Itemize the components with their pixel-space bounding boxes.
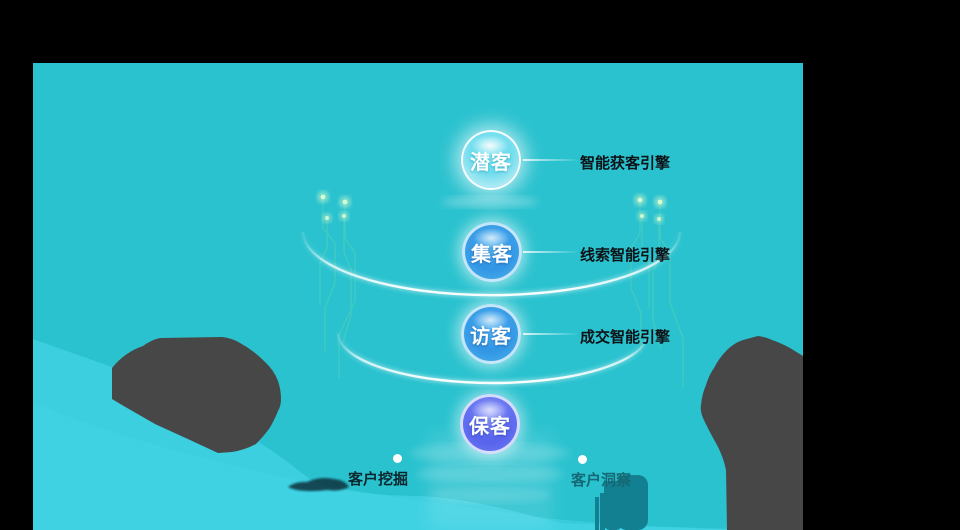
engine-label-1: 智能获客引擎 <box>580 155 671 172</box>
stage-badge-visitors-label: 访客 <box>470 325 512 348</box>
connector-line-3 <box>523 333 577 335</box>
bubble-reflection <box>442 196 538 208</box>
stage-badge-leads-label: 集客 <box>471 243 513 266</box>
engine-label-2: 线索智能引擎 <box>580 247 671 264</box>
footer-dot-left <box>393 454 402 463</box>
left-dark-blob <box>112 337 281 453</box>
wave-shape-2 <box>33 403 733 530</box>
footer-dot-right <box>578 455 587 464</box>
stage-badge-retention: 保客 <box>460 394 520 454</box>
boat-silhouette <box>288 478 349 492</box>
pillar-silhouette <box>595 475 648 530</box>
funnel-arc-upper <box>301 231 682 297</box>
connector-line-1 <box>523 159 577 161</box>
footer-label-left: 客户挖掘 <box>348 471 409 488</box>
circuit-dots-right <box>634 194 666 224</box>
funnel-arc-lower <box>336 332 650 385</box>
footer-label-right: 客户洞察 <box>571 472 632 489</box>
stage-badge-prospects: 潜客 <box>461 130 521 190</box>
connector-line-2 <box>523 251 577 253</box>
stage-badge-prospects-label: 潜客 <box>470 151 512 174</box>
circuit-dots-left <box>317 191 351 223</box>
right-dark-blob <box>700 336 803 530</box>
main-canvas: 潜客 集客 访客 保客 智能获客引擎 线索智能引擎 成交智能引擎 客户挖掘 客户… <box>33 63 803 530</box>
engine-label-3: 成交智能引擎 <box>580 329 671 346</box>
stage-badge-retention-label: 保客 <box>469 415 511 438</box>
circuit-decoration-right <box>630 200 684 388</box>
background-graphics <box>33 191 803 530</box>
stage-badge-visitors: 访客 <box>461 304 521 364</box>
stage-badge-leads: 集客 <box>462 222 522 282</box>
